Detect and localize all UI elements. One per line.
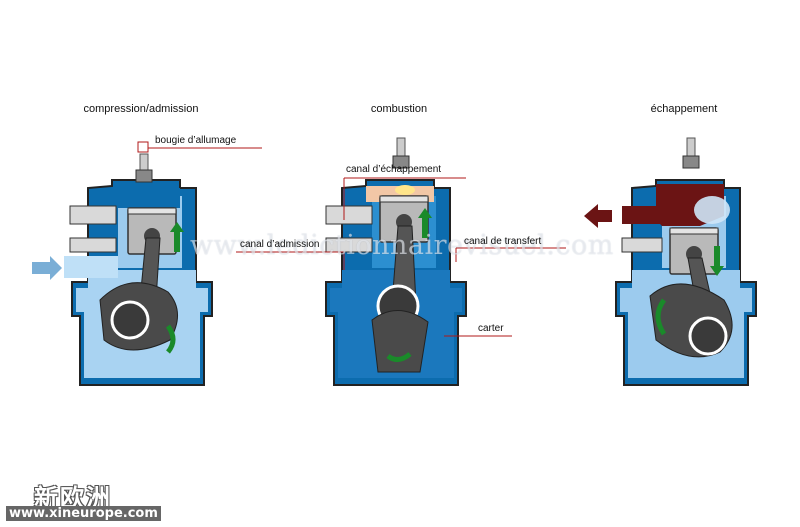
spark-plug-icon bbox=[682, 137, 700, 169]
intake-arrow-icon bbox=[32, 256, 62, 280]
label-exhaust-port: canal d’échappement bbox=[346, 164, 442, 175]
engine-compression-admission bbox=[32, 153, 213, 386]
stage-title-combustion: combustion bbox=[370, 103, 428, 115]
stage-title-compression: compression/admission bbox=[83, 103, 199, 115]
xineurope-url: www.xineurope.com bbox=[6, 506, 161, 521]
rotation-arrow-icon bbox=[165, 324, 176, 354]
engine-exhaust bbox=[584, 137, 757, 386]
label-spark-plug: bougie d’allumage bbox=[155, 135, 237, 146]
leader-lines bbox=[137, 141, 566, 337]
label-crankcase: carter bbox=[478, 323, 504, 334]
piston-direction-arrow-icon bbox=[170, 222, 184, 252]
spark-plug-icon bbox=[135, 153, 153, 183]
exhaust-arrow-icon bbox=[584, 204, 612, 228]
spark-plug-icon bbox=[392, 137, 410, 169]
label-intake-port: canal d’admission bbox=[240, 239, 320, 250]
piston-direction-arrow-icon bbox=[710, 246, 724, 276]
site-watermark: www.ledictionnairevisuel.com bbox=[190, 230, 614, 261]
stage-title-exhaust: échappement bbox=[650, 103, 718, 115]
label-transfer-port: canal de transfert bbox=[464, 236, 542, 247]
piston-direction-arrow-icon bbox=[418, 208, 432, 238]
engine-combustion bbox=[325, 137, 467, 386]
